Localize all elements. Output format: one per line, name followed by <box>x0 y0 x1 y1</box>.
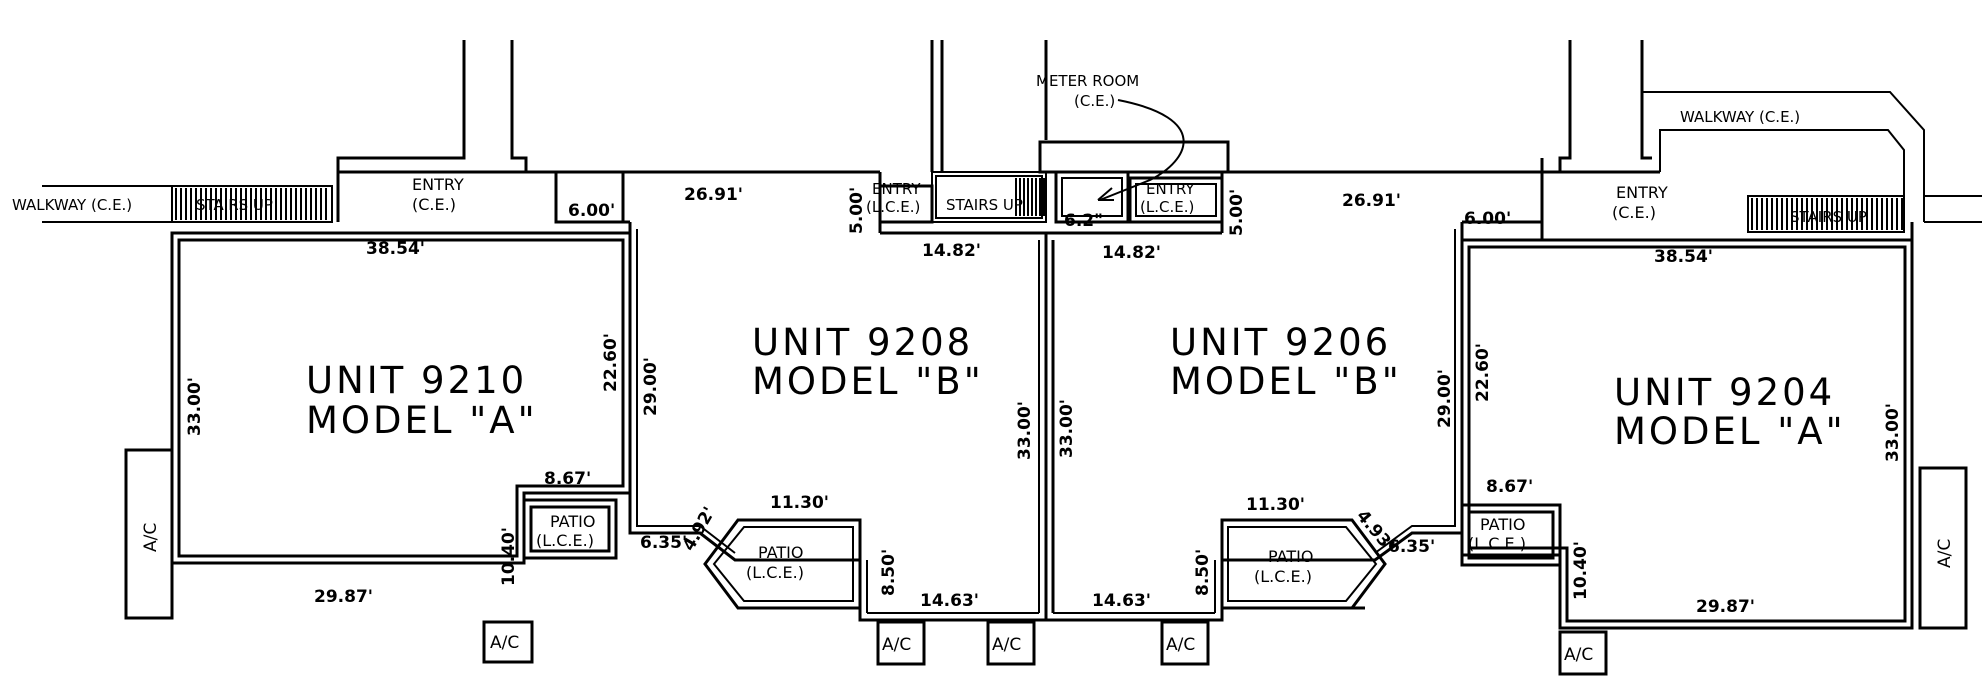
dim-14-63-right: 14.63' <box>1092 591 1151 611</box>
unit-9208-walls <box>554 170 1048 622</box>
dim-8-50-left: 8.50' <box>879 549 899 596</box>
entry-9208-label: ENTRY <box>872 180 921 198</box>
patio-9206 <box>1220 518 1387 610</box>
dim-33-00-c: 33.00' <box>1057 399 1077 458</box>
dim-38-54-right: 38.54' <box>1654 247 1713 267</box>
patio-9206-lce: (L.C.E.) <box>1254 567 1312 586</box>
stairs-right-label: STAIRS UP <box>1790 208 1867 226</box>
patio-9210-label: PATIO <box>550 512 595 531</box>
patio-9210-lce: (L.C.E.) <box>536 531 594 550</box>
entry-9206-lce-label: (L.C.E.) <box>1140 198 1194 216</box>
meter-room-leader <box>1099 99 1185 201</box>
patio-9208-label: PATIO <box>758 543 803 562</box>
stairs-left <box>171 185 333 223</box>
patio-9210 <box>522 498 618 560</box>
ac-pad-9210-side <box>124 448 174 620</box>
dim-10-40-left: 10.40' <box>499 527 519 586</box>
ac-label-9208-2: A/C <box>992 635 1021 655</box>
dim-26-91-left: 26.91' <box>684 185 743 205</box>
dim-29-87-right: 29.87' <box>1696 597 1755 617</box>
unit-9204-model: MODEL "A" <box>1614 410 1846 453</box>
dim-33-00-a: 33.00' <box>185 377 205 436</box>
patio-9208-lce: (L.C.E.) <box>746 563 804 582</box>
dim-14-82-right: 14.82' <box>1102 243 1161 263</box>
ac-label-9210-side: A/C <box>141 523 161 552</box>
dim-14-63-left: 14.63' <box>920 591 979 611</box>
unit-9208-model: MODEL "B" <box>752 360 984 403</box>
entry-9206 <box>1128 176 1224 224</box>
dim-38-54-left: 38.54' <box>366 239 425 259</box>
dim-29-87-left: 29.87' <box>314 587 373 607</box>
unit-9208-title: UNIT 9208 <box>752 321 973 364</box>
ac-pad-9208-2 <box>986 620 1036 666</box>
dim-6-2: 6.2" <box>1064 211 1103 231</box>
walkway-left <box>42 185 172 223</box>
unit-9210-title: UNIT 9210 <box>306 359 527 402</box>
unit-9206-title: UNIT 9206 <box>1170 321 1391 364</box>
dim-5-00-right: 5.00' <box>1227 189 1247 236</box>
unit-9210-model: MODEL "A" <box>306 399 538 442</box>
patio-9206-label: PATIO <box>1268 547 1313 566</box>
dim-5-00-left: 5.00' <box>847 187 867 234</box>
ac-label-9204-side: A/C <box>1935 539 1955 568</box>
unit-9208-inner <box>636 229 1040 614</box>
ac-pad-9208-1 <box>876 620 926 666</box>
dim-6-35-right: 6.35' <box>1388 537 1435 557</box>
dim-22-60-right: 22.60' <box>1473 343 1493 402</box>
dim-33-00-d: 33.00' <box>1883 403 1903 462</box>
dim-8-67-right: 8.67' <box>1486 477 1533 497</box>
patio-9204-label: PATIO <box>1480 515 1525 534</box>
ac-pad-9204-bottom <box>1558 630 1608 676</box>
walkway-right <box>1641 40 1982 223</box>
ac-label-9210-bottom: A/C <box>490 633 519 653</box>
stairs-center-label: STAIRS UP <box>946 196 1023 214</box>
patio-9208 <box>703 518 862 610</box>
meter-room-label: METER ROOM <box>1036 72 1139 90</box>
entry-right-ce-label: (C.E.) <box>1612 203 1656 222</box>
dim-22-60-left: 22.60' <box>601 333 621 392</box>
unit-9206-model: MODEL "B" <box>1170 360 1402 403</box>
dim-11-30-left: 11.30' <box>770 493 829 513</box>
entry-left-label: ENTRY <box>412 175 464 194</box>
dim-8-67-left: 8.67' <box>544 469 591 489</box>
walkway-right-label: WALKWAY (C.E.) <box>1680 108 1800 126</box>
dim-33-00-b: 33.00' <box>1015 401 1035 460</box>
ac-label-9204-bottom: A/C <box>1564 645 1593 665</box>
dim-6-00-right: 6.00' <box>1464 209 1511 229</box>
dim-29-00-left: 29.00' <box>641 357 661 416</box>
patio-9204-lce: (L.C.E.) <box>1468 534 1526 553</box>
dim-14-82-left: 14.82' <box>922 241 981 261</box>
meter-room-arrow <box>1097 187 1114 201</box>
dim-11-30-right: 11.30' <box>1246 495 1305 515</box>
patio-9204 <box>1460 503 1562 567</box>
walkway-left-label: WALKWAY (C.E.) <box>12 196 132 214</box>
ac-pad-9210-bottom <box>482 620 534 664</box>
entry-9208-lce-label: (L.C.E.) <box>866 198 920 216</box>
dim-6-35-left: 6.35' <box>640 533 687 553</box>
ac-pad-9206 <box>1160 620 1210 666</box>
stairs-left-label: STAIRS UP <box>196 196 273 214</box>
dim-26-91-right: 26.91' <box>1342 191 1401 211</box>
dim-29-00-right: 29.00' <box>1435 369 1455 428</box>
dim-8-50-right: 8.50' <box>1193 549 1213 596</box>
meter-room-ce-label: (C.E.) <box>1074 92 1115 110</box>
ac-label-9206: A/C <box>1166 635 1195 655</box>
entry-right-label: ENTRY <box>1616 183 1668 202</box>
entry-9206-label: ENTRY <box>1146 180 1195 198</box>
dim-10-40-right: 10.40' <box>1571 541 1591 600</box>
unit-9204-title: UNIT 9204 <box>1614 371 1835 414</box>
stairs-center <box>931 171 1047 223</box>
ac-label-9208-1: A/C <box>882 635 911 655</box>
ac-pad-9204-side <box>1918 466 1968 630</box>
center-top-lines <box>930 40 1048 172</box>
dim-6-00-left: 6.00' <box>568 201 615 221</box>
entry-left-ce-label: (C.E.) <box>412 195 456 214</box>
meter-room <box>1038 140 1230 224</box>
stairs-right <box>1747 195 1905 233</box>
dim-4-92-left: 4.92' <box>679 504 720 555</box>
